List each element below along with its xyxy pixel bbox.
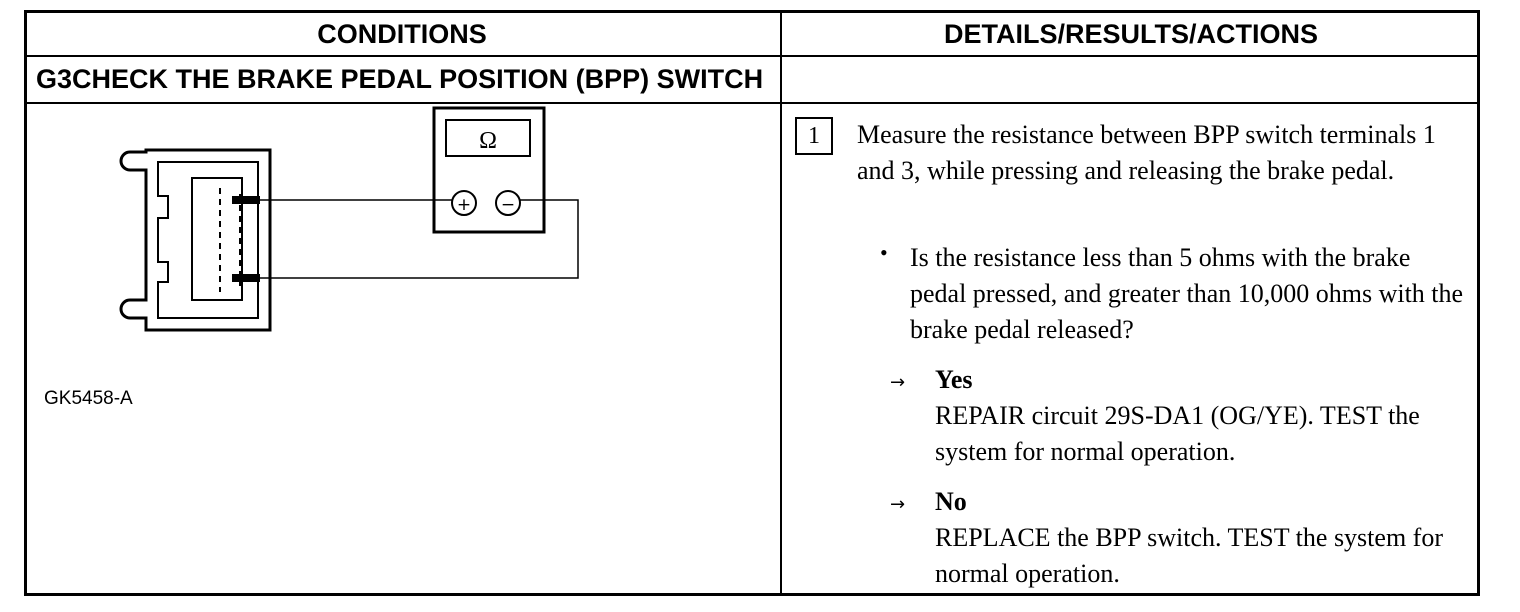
step-instruction: Measure the resistance between BPP switc… bbox=[857, 120, 1436, 185]
column-divider bbox=[780, 10, 782, 596]
arrow-right-icon: → bbox=[890, 372, 906, 393]
bpp-switch-diagram: Ω + − bbox=[119, 106, 579, 332]
negative-lead bbox=[260, 199, 579, 279]
minus-sign: − bbox=[501, 195, 515, 215]
no-action: REPLACE the BPP switch. TEST the system … bbox=[935, 523, 1443, 588]
header-divider bbox=[24, 55, 1480, 57]
terminal-3-pin bbox=[232, 274, 260, 282]
title-divider bbox=[24, 102, 1480, 104]
terminal-cavity bbox=[191, 177, 243, 301]
ohm-symbol: Ω bbox=[479, 128, 497, 154]
figure-label: GK5458-A bbox=[44, 388, 133, 409]
plus-terminal bbox=[451, 190, 477, 216]
connector-shell bbox=[119, 148, 272, 332]
connector-inner bbox=[157, 161, 259, 319]
table-frame bbox=[24, 10, 1480, 596]
details-header: DETAILS/RESULTS/ACTIONS bbox=[943, 18, 1318, 49]
step-number: 1 bbox=[795, 117, 833, 155]
plus-sign: + bbox=[457, 195, 471, 215]
test-title: G3 CHECK THE BRAKE PEDAL POSITION (BPP) … bbox=[36, 56, 763, 102]
test-name: CHECK THE BRAKE PEDAL POSITION (BPP) SWI… bbox=[72, 63, 764, 94]
test-id: G3 bbox=[36, 63, 73, 94]
terminal-1-pin bbox=[232, 196, 260, 204]
yes-action: REPAIR circuit 29S-DA1 (OG/YE). TEST the… bbox=[935, 401, 1420, 466]
ohmmeter-display bbox=[445, 119, 531, 157]
bullet-icon: • bbox=[880, 240, 888, 265]
ohmmeter-body bbox=[432, 106, 546, 234]
arrow-right-icon: → bbox=[890, 494, 906, 515]
conditions-header: CONDITIONS bbox=[317, 18, 487, 49]
minus-terminal bbox=[495, 190, 521, 216]
step-question: Is the resistance less than 5 ohms with … bbox=[910, 243, 1464, 344]
yes-label: Yes bbox=[935, 365, 973, 394]
no-label: No bbox=[935, 487, 967, 516]
